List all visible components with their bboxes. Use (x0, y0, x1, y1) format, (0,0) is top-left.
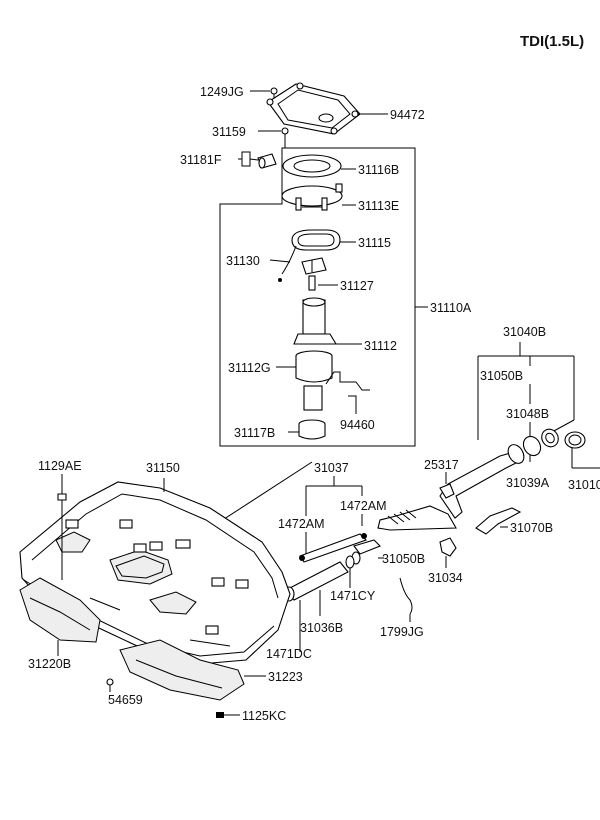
cup-31112G (295, 350, 333, 383)
label-31112G: 31112G (228, 361, 271, 375)
label-31116B: 31116B (358, 163, 399, 177)
screw-1249JG (270, 87, 278, 98)
bracket-31034 (439, 537, 457, 557)
engine-variant-title: TDI(1.5L) (520, 33, 584, 50)
label-1472AM-b: 1472AM (340, 499, 387, 513)
gasket-31115 (291, 229, 341, 251)
label-1472AM-a: 1472AM (278, 517, 325, 531)
sender-94460 (303, 371, 370, 411)
label-31130: 31130 (226, 254, 260, 268)
gas-cap-31010 (564, 431, 586, 449)
label-31110A: 31110A (430, 301, 472, 315)
label-31113E: 31113E (358, 199, 399, 213)
vent-hose-31070B (475, 507, 522, 535)
label-54659: 54659 (108, 693, 143, 707)
cover-plate-94472 (266, 82, 361, 135)
label-31040B: 31040B (503, 325, 546, 339)
label-31223: 31223 (268, 670, 303, 684)
bolt-54659 (106, 678, 114, 686)
label-94472: 94472 (390, 108, 425, 122)
label-31220B: 31220B (28, 657, 71, 671)
assembly-bracket-31110A (219, 147, 416, 447)
label-31117B: 31117B (234, 426, 275, 440)
label-1249JG: 1249JG (200, 85, 244, 99)
label-31048B: 31048B (506, 407, 549, 421)
label-1799JG: 1799JG (380, 625, 424, 639)
bolt-1125KC (216, 712, 224, 718)
filler-cap-31048B (522, 428, 559, 457)
label-31070B: 31070B (510, 521, 553, 535)
ring-31116B (282, 154, 342, 178)
bolt-31159 (281, 127, 289, 148)
label-1471DC: 1471DC (266, 647, 312, 661)
label-31150: 31150 (146, 461, 180, 475)
filler-neck-pipe (377, 444, 525, 531)
vent-tube-31037 (299, 533, 368, 563)
clip-25317 (439, 483, 455, 499)
label-31039A: 31039A (506, 476, 550, 490)
label-31115: 31115 (358, 236, 391, 250)
label-31034: 31034 (428, 571, 463, 585)
fuel-pump-31112 (293, 297, 337, 345)
label-31037: 31037 (314, 461, 349, 475)
label-94460: 94460 (340, 418, 375, 432)
protector-31220B (19, 577, 101, 643)
hose-31050B (345, 539, 381, 569)
label-31112: 31112 (364, 339, 397, 353)
label-31036B: 31036B (300, 621, 343, 635)
label-25317: 25317 (424, 458, 459, 472)
flange-31113E (281, 183, 343, 211)
wire-31130 (278, 245, 297, 282)
filter-31117B (298, 419, 326, 440)
label-31127: 31127 (340, 279, 374, 293)
label-31050B-mid: 31050B (382, 552, 425, 566)
label-31050B-top: 31050B (480, 369, 523, 383)
label-1129AE: 1129AE (38, 459, 82, 473)
label-1471CY: 1471CY (330, 589, 376, 603)
clip-31127 (301, 257, 327, 291)
protector-31223 (119, 639, 245, 701)
wire-1799JG (399, 577, 413, 615)
label-31010: 31010 (568, 478, 600, 492)
label-31159: 31159 (212, 125, 246, 139)
label-31181F: 31181F (180, 153, 222, 167)
connector-31181F (257, 153, 277, 169)
label-1125KC: 1125KC (242, 709, 286, 723)
bolt-1129AE (57, 493, 67, 580)
